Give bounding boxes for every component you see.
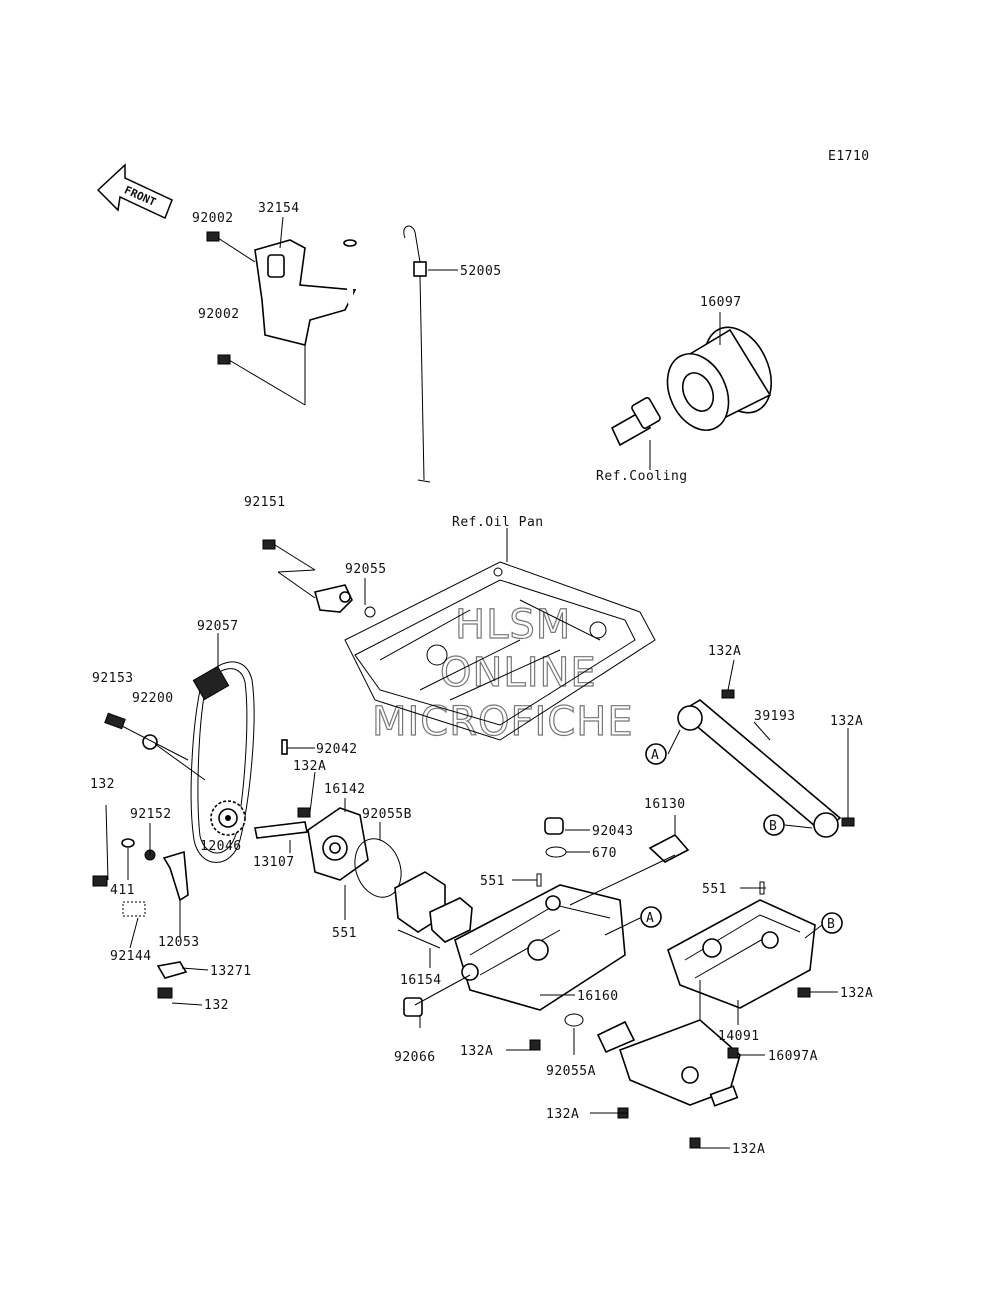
- callout-a-housing: A: [640, 906, 662, 928]
- part-label: 551: [480, 874, 505, 889]
- part-label: 92055A: [546, 1064, 596, 1079]
- dipstick-tube-assembly: [206, 231, 379, 613]
- watermark-line-1: HLSM: [455, 602, 571, 648]
- part-label: 92042: [316, 742, 358, 757]
- part-label: 92055B: [362, 807, 412, 822]
- callout-a-pipe: A: [645, 743, 667, 765]
- part-label: 13271: [210, 964, 252, 979]
- part-label: 16142: [324, 782, 366, 797]
- part-label: 92055: [345, 562, 387, 577]
- pump-housing: [403, 884, 626, 1051]
- ref-cooling: Ref.Cooling: [596, 469, 688, 484]
- pump-sprocket: [210, 800, 246, 836]
- part-label: 16154: [400, 973, 442, 988]
- part-label: 39193: [754, 709, 796, 724]
- part-label: 551: [332, 926, 357, 941]
- part-label: 132A: [732, 1142, 765, 1157]
- svg-text:A: A: [651, 748, 659, 763]
- oil-housing-b: [667, 881, 816, 1009]
- part-label: 92152: [130, 807, 172, 822]
- part-label: 92057: [197, 619, 239, 634]
- part-label: 132: [90, 777, 115, 792]
- front-arrow-icon: FRONT: [96, 163, 173, 220]
- part-label: 16130: [644, 797, 686, 812]
- part-label: 92043: [592, 824, 634, 839]
- part-label: 132A: [460, 1044, 493, 1059]
- part-label: 16097: [700, 295, 742, 310]
- leader-lines: [105, 216, 849, 1149]
- ref-oil-pan: Ref.Oil Pan: [452, 515, 544, 530]
- svg-text:B: B: [769, 819, 777, 834]
- part-label: 132A: [840, 986, 873, 1001]
- part-label: 12053: [158, 935, 200, 950]
- oil-pump-body: [297, 807, 369, 881]
- part-label: 551: [702, 882, 727, 897]
- part-label: 132A: [708, 644, 741, 659]
- oil-filter: [610, 326, 772, 447]
- oil-pan-outline: [344, 561, 656, 741]
- part-label: 92153: [92, 671, 134, 686]
- part-label: 14091: [718, 1029, 760, 1044]
- svg-text:B: B: [827, 917, 835, 932]
- part-label: 92002: [198, 307, 240, 322]
- part-label: 52005: [460, 264, 502, 279]
- part-label: 92144: [110, 949, 152, 964]
- pump-rotors: [394, 871, 473, 943]
- watermark: HLSM ONLINE MICROFICHE: [371, 601, 634, 745]
- pump-drive-chain: [190, 661, 255, 863]
- callout-b-pipe: B: [763, 814, 785, 836]
- part-label: 132A: [293, 759, 326, 774]
- o-ring-92055b: [354, 838, 402, 898]
- watermark-line-2: ONLINE: [440, 650, 597, 696]
- callout-b-housing: B: [821, 912, 843, 934]
- part-label: 670: [592, 846, 617, 861]
- part-label: 92002: [192, 211, 234, 226]
- svg-text:A: A: [646, 911, 654, 926]
- part-label: 16097A: [768, 1049, 818, 1064]
- diagram-code: E1710: [828, 149, 870, 164]
- part-label: 92066: [394, 1050, 436, 1065]
- dipstick: [403, 225, 431, 483]
- part-label: 32154: [258, 201, 300, 216]
- pump-shaft: [254, 739, 308, 839]
- part-label: 92151: [244, 495, 286, 510]
- watermark-line-3: MICROFICHE: [372, 699, 634, 745]
- part-label: 411: [110, 883, 135, 898]
- part-label: 132A: [546, 1107, 579, 1122]
- part-label: 92200: [132, 691, 174, 706]
- part-label: 132: [204, 998, 229, 1013]
- part-label: 132A: [830, 714, 863, 729]
- part-label: 12046: [200, 839, 242, 854]
- relief-parts: [536, 817, 690, 887]
- part-label: 13107: [253, 855, 295, 870]
- oil-pipe: [677, 689, 855, 838]
- part-label: 16160: [577, 989, 619, 1004]
